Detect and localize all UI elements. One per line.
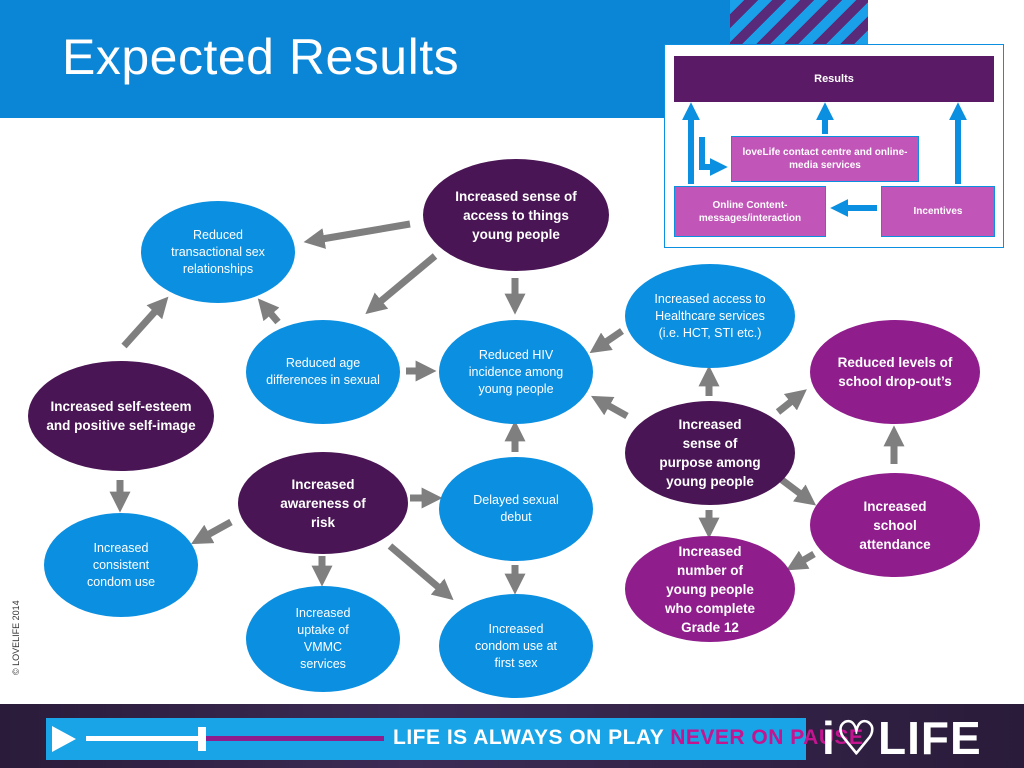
node-increased-vmmc-uptake: Increased uptake of VMMC services — [246, 586, 400, 692]
inset-results-model: Results loveLife contact centre and onli… — [664, 44, 1004, 248]
slogan-never-on-pause: NEVER ON PAUSE — [670, 726, 864, 749]
arrow-purpose-to-dropouts — [775, 389, 807, 415]
arrow-healthcare-to-hiv — [589, 328, 624, 354]
node-increased-access-to-things: Increased sense of access to things youn… — [423, 159, 609, 271]
title-banner — [0, 0, 730, 118]
slogan-life-on-play: LIFE IS ALWAYS ON PLAY — [393, 726, 664, 749]
node-reduced-school-dropouts: Reduced levels of school drop-out’s — [810, 320, 980, 424]
arrow-purpose-to-attendance — [779, 477, 817, 506]
node-increased-healthcare-access: Increased access to Healthcare services … — [625, 264, 795, 368]
progress-track-remaining — [206, 736, 384, 741]
play-progress-graphic — [52, 726, 384, 752]
node-reduced-age-differences: Reduced age differences in sexual — [246, 320, 400, 424]
arrow-agediff-to-transactional — [257, 298, 281, 325]
inset-contact-centre-box: loveLife contact centre and online-media… — [731, 136, 919, 182]
node-increased-condom-use-first-sex: Increased condom use at first sex — [439, 594, 593, 698]
node-grade-12-completion: Increased number of young people who com… — [625, 536, 795, 642]
arrow-risk-to-condomfirst — [387, 543, 454, 601]
node-reduced-transactional-sex: Reduced transactional sex relationships — [141, 201, 295, 303]
arrow-selfesteem-to-transactional — [121, 296, 169, 349]
arrow-purpose-to-hiv — [591, 395, 629, 420]
play-icon — [52, 726, 76, 752]
node-increased-sense-of-purpose: Increased sense of purpose among young p… — [625, 401, 795, 505]
arrow-access-to-agediff — [365, 253, 438, 315]
node-reduced-hiv-incidence: Reduced HIV incidence among young people — [439, 320, 593, 424]
arrow-attendance-to-grade12 — [786, 550, 816, 571]
lovelife-logo: i♡LIFE — [822, 712, 982, 764]
inset-arrow-to-contact — [699, 137, 728, 176]
node-increased-school-attendance: Increased school attendance — [810, 473, 980, 577]
arrow-risk-to-condomuse — [190, 518, 233, 545]
node-increased-consistent-condom-use: Increased consistent condom use — [44, 513, 198, 617]
node-increased-awareness-of-risk: Increased awareness of risk — [238, 452, 408, 554]
footer-play-band — [46, 718, 806, 760]
arrow-access-to-transactional — [303, 220, 411, 249]
inset-incentives-box: Incentives — [881, 186, 995, 237]
decorative-pattern — [730, 0, 868, 45]
footer-slogan: LIFE IS ALWAYS ON PLAY NEVER ON PAUSE — [393, 726, 864, 750]
progress-track — [86, 736, 286, 741]
progress-handle — [198, 727, 206, 751]
inset-results-bar: Results — [674, 56, 994, 102]
node-delayed-sexual-debut: Delayed sexual debut — [439, 457, 593, 561]
node-increased-self-esteem: Increased self-esteem and positive self-… — [28, 361, 214, 471]
slide-title: Expected Results — [62, 29, 460, 85]
inset-online-content-box: Online Content- messages/interaction — [674, 186, 826, 237]
inset-arrows — [682, 102, 967, 217]
